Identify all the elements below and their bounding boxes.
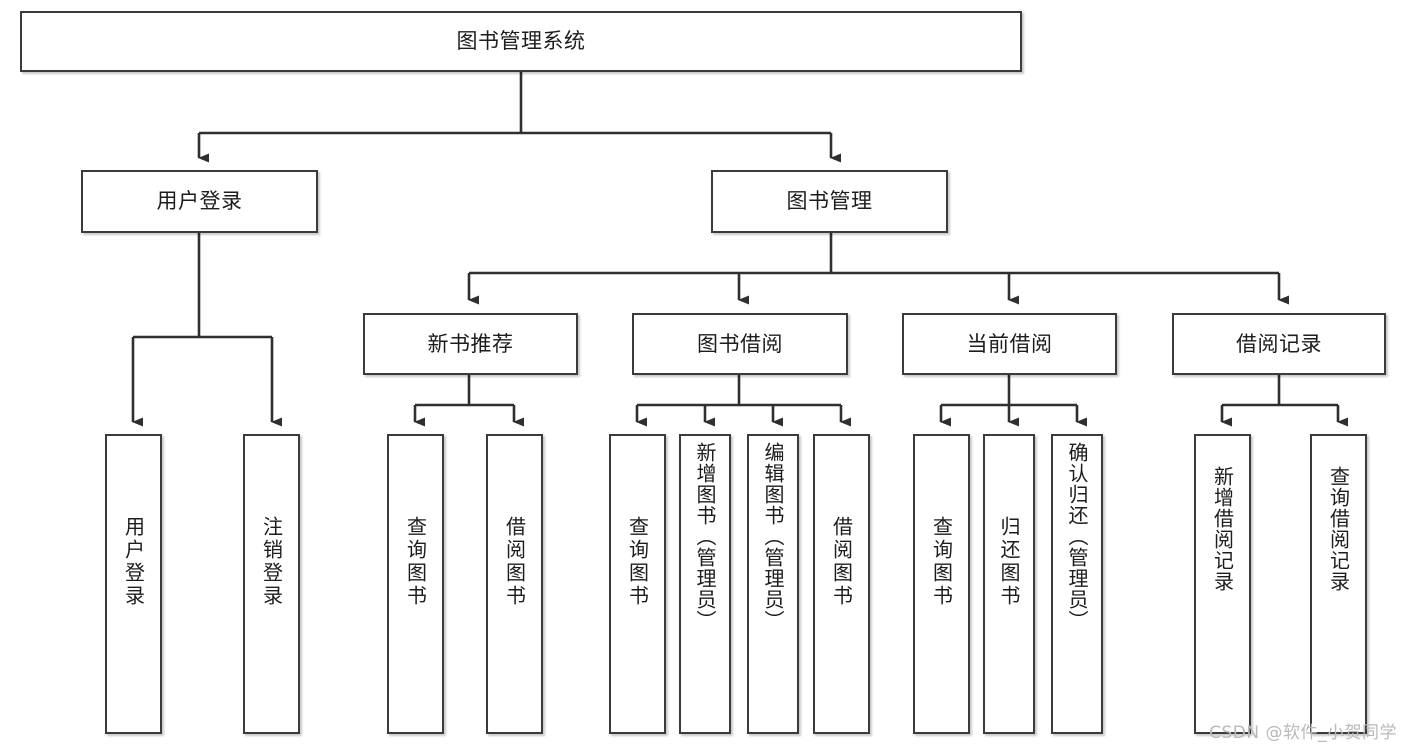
node-new-book-recommend-label: 新书推荐 <box>427 331 514 356</box>
leaf-logout-login-label: 注销登录 <box>259 516 284 608</box>
leaf-confirm-return[interactable]: 确认归还（管理员） <box>1051 434 1103 734</box>
leaf-add-record-label: 新增借阅记录 <box>1210 466 1235 592</box>
node-book-borrow-label: 图书借阅 <box>697 331 783 356</box>
leaf-logout-login[interactable]: 注销登录 <box>243 434 300 734</box>
leaf-query-book-3-label: 查询图书 <box>929 516 954 608</box>
leaf-user-login[interactable]: 用户登录 <box>105 434 162 734</box>
leaf-query-book-2-label: 查询图书 <box>625 516 650 608</box>
node-user-login-label: 用户登录 <box>156 189 243 214</box>
leaf-borrow-book-1[interactable]: 借阅图书 <box>486 434 543 734</box>
node-root-system-label: 图书管理系统 <box>456 29 586 54</box>
leaf-borrow-book-1-label: 借阅图书 <box>502 516 527 608</box>
leaf-query-book-2[interactable]: 查询图书 <box>609 434 666 734</box>
leaf-query-book-3[interactable]: 查询图书 <box>913 434 970 734</box>
node-user-login[interactable]: 用户登录 <box>81 170 318 233</box>
leaf-query-book-1[interactable]: 查询图书 <box>387 434 444 734</box>
node-borrow-record[interactable]: 借阅记录 <box>1172 313 1386 375</box>
node-current-borrow[interactable]: 当前借阅 <box>902 313 1117 375</box>
leaf-confirm-return-label: 确认归还（管理员） <box>1065 442 1089 631</box>
leaf-add-book[interactable]: 新增图书（管理员） <box>679 434 731 734</box>
node-current-borrow-label: 当前借阅 <box>966 331 1053 356</box>
leaf-add-book-label: 新增图书（管理员） <box>693 442 717 631</box>
leaf-edit-book[interactable]: 编辑图书（管理员） <box>747 434 799 734</box>
watermark-text: CSDN @软件_小贺同学 <box>1209 723 1397 743</box>
leaf-add-record[interactable]: 新增借阅记录 <box>1194 434 1251 734</box>
node-book-manage[interactable]: 图书管理 <box>711 170 948 233</box>
leaf-borrow-book-2[interactable]: 借阅图书 <box>813 434 870 734</box>
node-borrow-record-label: 借阅记录 <box>1236 331 1322 356</box>
node-book-borrow[interactable]: 图书借阅 <box>632 313 848 375</box>
leaf-edit-book-label: 编辑图书（管理员） <box>761 442 785 631</box>
leaf-query-record-label: 查询借阅记录 <box>1326 466 1351 592</box>
leaf-borrow-book-2-label: 借阅图书 <box>829 516 854 608</box>
node-root-system[interactable]: 图书管理系统 <box>20 11 1022 72</box>
leaf-return-book-label: 归还图书 <box>997 516 1021 608</box>
leaf-query-record[interactable]: 查询借阅记录 <box>1310 434 1367 734</box>
leaf-query-book-1-label: 查询图书 <box>403 516 428 608</box>
node-book-manage-label: 图书管理 <box>786 189 873 214</box>
leaf-user-login-label: 用户登录 <box>121 516 146 608</box>
leaf-return-book[interactable]: 归还图书 <box>983 434 1035 734</box>
node-new-book-recommend[interactable]: 新书推荐 <box>363 313 578 375</box>
